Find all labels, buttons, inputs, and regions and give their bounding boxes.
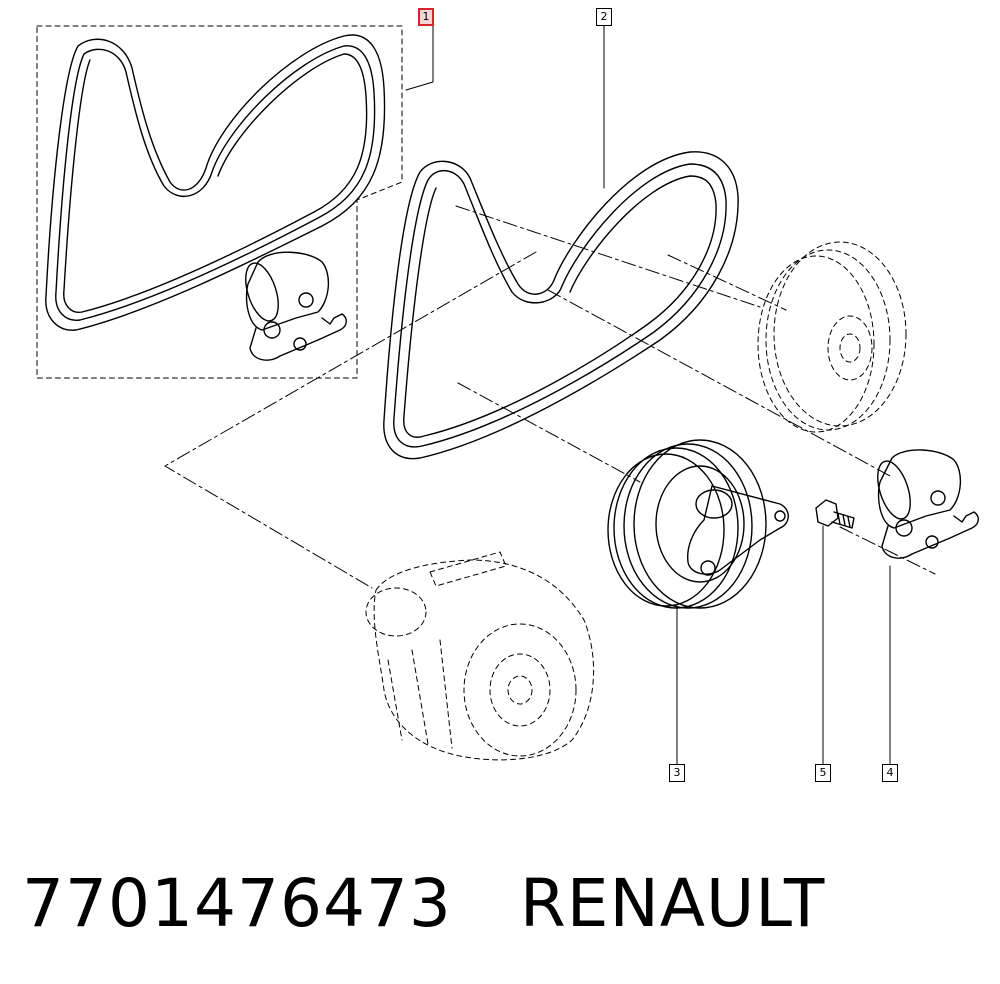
part-caption: 7701476473 RENAULT [22, 858, 825, 948]
callout-2[interactable]: 2 [596, 8, 612, 26]
part-number: 7701476473 [22, 864, 452, 942]
tensioner[interactable] [871, 449, 979, 559]
callout-4[interactable]: 4 [882, 764, 898, 782]
belt[interactable] [383, 151, 739, 460]
alternator-phantom [365, 551, 595, 761]
callout-3[interactable]: 3 [669, 764, 685, 782]
callout-5[interactable]: 5 [815, 764, 831, 782]
bolt[interactable] [815, 499, 855, 529]
pulley-phantom [757, 241, 907, 433]
brand-name: RENAULT [519, 864, 826, 942]
belt-kit-tensioner[interactable] [239, 251, 347, 361]
callout-1[interactable]: 1 [418, 8, 434, 26]
leader-lines [405, 24, 891, 766]
assembly-center-lines [164, 205, 936, 589]
belt-kit-belt[interactable] [45, 34, 386, 331]
pulley[interactable] [607, 439, 789, 609]
